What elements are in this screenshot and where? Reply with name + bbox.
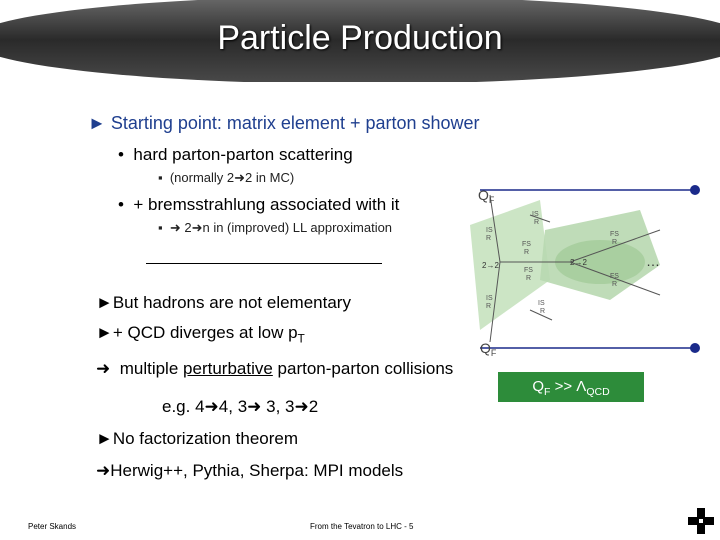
- svg-text:FS: FS: [610, 231, 619, 238]
- svg-text:R: R: [486, 235, 491, 242]
- bullet-bremsstrahlung-text: + bremsstrahlung associated with it: [133, 195, 400, 214]
- title-banner: [0, 0, 720, 82]
- svg-text:2→2: 2→2: [570, 258, 587, 267]
- bullet-main: ► Starting point: matrix element + parto…: [88, 113, 480, 133]
- bullet-hard-scattering: • hard parton-parton scattering: [118, 145, 353, 164]
- bullet-hard-scattering-text: hard parton-parton scattering: [133, 145, 353, 164]
- parton-shower-diagram: QF QF IS R IS R IS R IS R FS R FS R FS R…: [470, 185, 700, 358]
- note-normally: ▪ (normally 2➜2 in MC): [158, 170, 295, 185]
- bullet-bremsstrahlung: • + bremsstrahlung associated with it: [118, 195, 400, 214]
- fermilab-logo-icon: [688, 508, 714, 534]
- svg-text:R: R: [534, 219, 539, 226]
- svg-text:R: R: [612, 239, 617, 246]
- svg-text:IS: IS: [486, 227, 493, 234]
- svg-text:FS: FS: [524, 267, 533, 274]
- svg-text:R: R: [526, 275, 531, 282]
- svg-text:IS: IS: [486, 295, 493, 302]
- multiple-collisions-line: ➜ multiple perturbative parton-parton co…: [96, 359, 454, 378]
- mpi-models-line: ➜Herwig++, Pythia, Sherpa: MPI models: [96, 461, 404, 480]
- isr-blob: [470, 200, 550, 330]
- beam-particle-bottom-icon: [690, 343, 700, 353]
- svg-text:R: R: [486, 303, 491, 310]
- example-line: e.g. 4➜4, 3➜ 3, 3➜2: [162, 397, 319, 416]
- but-hadrons-line: ►But hadrons are not elementary: [96, 293, 351, 312]
- svg-text:…: …: [646, 253, 660, 269]
- svg-text:2→2: 2→2: [482, 261, 499, 270]
- svg-text:QF: QF: [480, 340, 497, 358]
- footer-center: From the Tevatron to LHC - 5: [310, 522, 414, 531]
- svg-text:QF: QF: [478, 187, 495, 205]
- svg-text:IS: IS: [538, 300, 545, 307]
- scale-relation-box: QF >> ΛQCD: [498, 372, 644, 402]
- note-ll-approx: ▪ ➜ 2➜n in (improved) LL approximation: [158, 220, 393, 235]
- footer-author: Peter Skands: [28, 522, 77, 531]
- svg-text:FS: FS: [522, 241, 531, 248]
- qcd-diverges-line: ►+ QCD diverges at low pT: [96, 323, 305, 346]
- divider-line: [146, 263, 382, 264]
- svg-text:IS: IS: [532, 211, 539, 218]
- svg-text:FS: FS: [610, 273, 619, 280]
- svg-text:R: R: [524, 249, 529, 256]
- bullet-main-text: Starting point: matrix element + parton …: [110, 113, 480, 133]
- page-title: Particle Production: [217, 19, 503, 57]
- svg-text:R: R: [612, 281, 617, 288]
- no-factorization-line: ►No factorization theorem: [96, 429, 299, 448]
- beam-particle-top-icon: [690, 185, 700, 195]
- svg-text:R: R: [540, 308, 545, 315]
- hard-process-blob: [555, 240, 645, 284]
